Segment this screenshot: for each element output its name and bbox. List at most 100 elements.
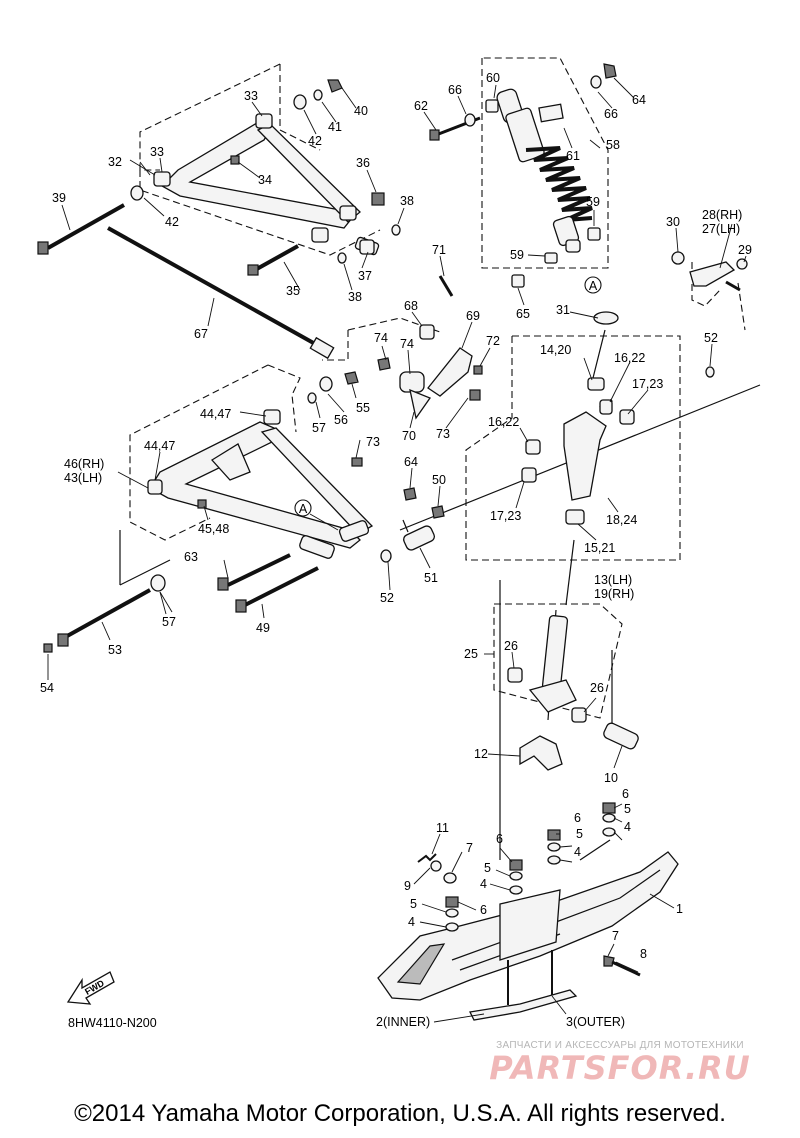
- label-31: 31: [556, 303, 570, 317]
- marker-a-arm: [294, 499, 312, 517]
- label-49: 49: [256, 621, 270, 635]
- label-41: 41: [328, 120, 342, 134]
- label-27-lh: 27(LH): [702, 222, 740, 236]
- marker-a-shock-text: A: [589, 279, 598, 293]
- label-36: 36: [356, 156, 370, 170]
- label-18-24: 18,24: [606, 513, 637, 527]
- label-59: 59: [510, 248, 524, 262]
- label-59: 59: [586, 195, 600, 209]
- label-7: 7: [612, 929, 619, 943]
- label-37: 37: [358, 269, 372, 283]
- steering-arm: [671, 251, 748, 292]
- label-6: 6: [496, 832, 503, 846]
- label-6: 6: [574, 811, 581, 825]
- reference-markers: A A: [294, 276, 602, 531]
- label-67: 67: [194, 327, 208, 341]
- label-45-48: 45,48: [198, 522, 229, 536]
- label-74: 74: [374, 331, 388, 345]
- label-69: 69: [466, 309, 480, 323]
- label-3: 3(OUTER): [566, 1015, 625, 1029]
- label-44-47: 44,47: [144, 439, 175, 453]
- label-29: 29: [738, 243, 752, 257]
- label-57: 57: [162, 615, 176, 629]
- label-4: 4: [624, 820, 631, 834]
- label-15-21: 15,21: [584, 541, 615, 555]
- label-57: 57: [312, 421, 326, 435]
- label-61: 61: [566, 149, 580, 163]
- label-4: 4: [408, 915, 415, 929]
- marker-a-shock: [584, 276, 602, 294]
- label-11: 11: [436, 821, 449, 835]
- label-4: 4: [574, 845, 581, 859]
- steering-knuckle: [521, 311, 635, 525]
- label-66: 66: [448, 83, 462, 97]
- label-74: 74: [400, 337, 414, 351]
- label-38: 38: [400, 194, 414, 208]
- label-50: 50: [432, 473, 446, 487]
- label-56: 56: [334, 413, 348, 427]
- label-46-rh: 46(RH): [64, 457, 104, 471]
- label-7: 7: [466, 841, 473, 855]
- label-44-47: 44,47: [200, 407, 231, 421]
- label-16-22: 16,22: [488, 415, 519, 429]
- label-39: 39: [52, 191, 66, 205]
- label-6: 6: [622, 787, 629, 801]
- label-52: 52: [704, 331, 718, 345]
- label-65: 65: [516, 307, 530, 321]
- bolts-and-rods: [37, 116, 613, 647]
- marker-a-arm-text: A: [299, 502, 308, 516]
- label-70: 70: [402, 429, 416, 443]
- label-5: 5: [624, 802, 631, 816]
- label-51: 51: [424, 571, 438, 585]
- label-13-lh: 13(LH): [594, 573, 632, 587]
- fwd-arrow: FWD: [66, 971, 115, 1005]
- watermark-tagline: ЗАПЧАСТИ И АКСЕССУАРЫ ДЛЯ МОТОТЕХНИКИ: [496, 1040, 744, 1051]
- ski-hardware: [417, 802, 616, 932]
- label-33: 33: [244, 89, 258, 103]
- copyright-notice: ©2014 Yamaha Motor Corporation, U.S.A. A…: [74, 1100, 726, 1127]
- label-63: 63: [184, 550, 198, 564]
- small-hardware: [43, 79, 715, 653]
- label-38: 38: [348, 290, 362, 304]
- label-10: 10: [604, 771, 618, 785]
- spindle: [507, 615, 639, 771]
- label-9: 9: [404, 879, 411, 893]
- label-6: 6: [480, 903, 487, 917]
- label-68: 68: [404, 299, 418, 313]
- label-34: 34: [258, 173, 272, 187]
- label-33: 33: [150, 145, 164, 159]
- label-64: 64: [404, 455, 418, 469]
- part-labels: 1 2(INNER) 3(OUTER) 4 4 4 4 5 5 5 5 6 6 …: [40, 71, 752, 1029]
- upper-a-arm: [153, 113, 380, 256]
- label-12: 12: [474, 747, 488, 761]
- label-35: 35: [286, 284, 300, 298]
- label-71: 71: [432, 243, 446, 257]
- label-55: 55: [356, 401, 370, 415]
- label-62: 62: [414, 99, 428, 113]
- label-14-20: 14,20: [540, 343, 571, 357]
- shock-absorber: [464, 63, 617, 288]
- label-30: 30: [666, 215, 680, 229]
- label-54: 54: [40, 681, 54, 695]
- label-5: 5: [484, 861, 491, 875]
- label-1: 1: [676, 902, 683, 916]
- label-42: 42: [165, 215, 179, 229]
- diagram-code: 8HW4110-N200: [68, 1016, 157, 1030]
- watermark: ЗАПЧАСТИ И АКСЕССУАРЫ ДЛЯ МОТОТЕХНИКИ PA…: [460, 1040, 780, 1085]
- label-17-23: 17,23: [490, 509, 521, 523]
- watermark-logo: PARTSFOR.RU: [489, 1049, 751, 1087]
- label-52: 52: [380, 591, 394, 605]
- label-64: 64: [632, 93, 646, 107]
- label-66: 66: [604, 107, 618, 121]
- label-4: 4: [480, 877, 487, 891]
- brackets: [399, 275, 473, 420]
- label-42: 42: [308, 134, 322, 148]
- label-53: 53: [108, 643, 122, 657]
- label-19-rh: 19(RH): [594, 587, 634, 601]
- lower-a-arm: [147, 409, 374, 559]
- label-73: 73: [436, 427, 450, 441]
- label-58: 58: [606, 138, 620, 152]
- label-28-rh: 28(RH): [702, 208, 742, 222]
- label-5: 5: [576, 827, 583, 841]
